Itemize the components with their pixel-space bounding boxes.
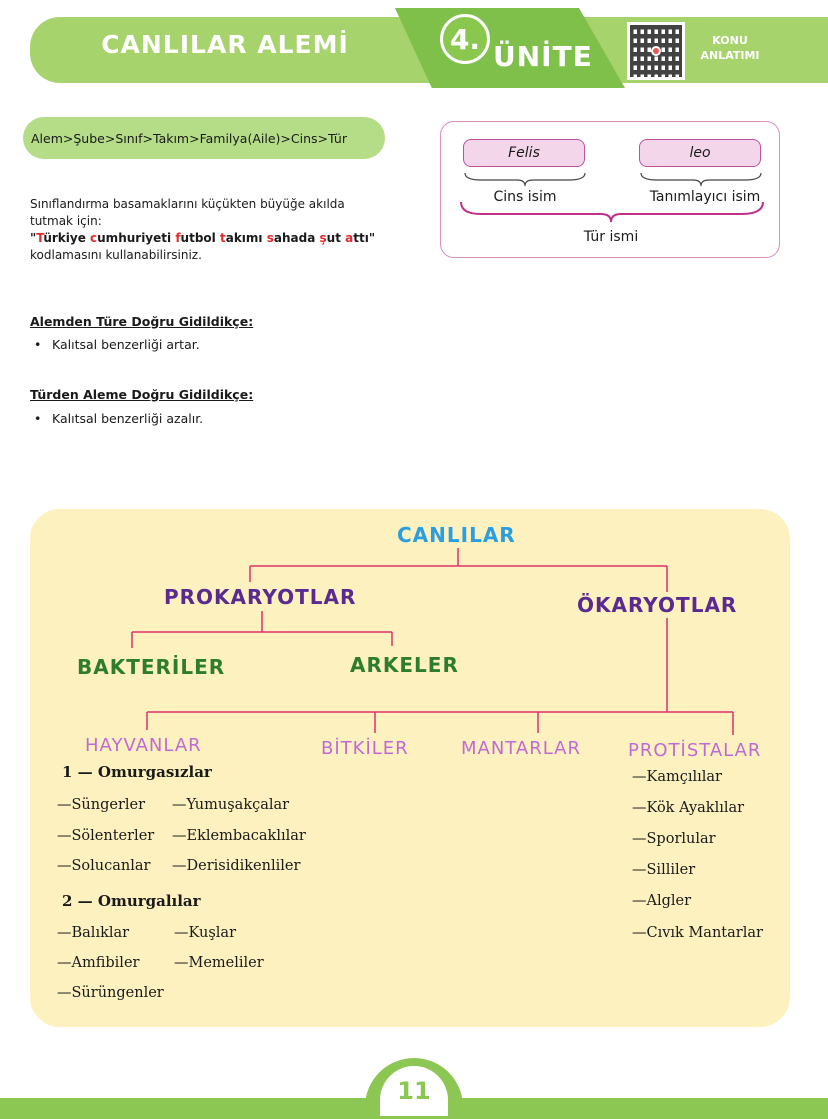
list-item: —Silliler	[632, 862, 696, 878]
mnemonic-word-rest: utbol	[180, 231, 216, 245]
list-item: —Yumuşakçalar	[172, 797, 290, 813]
genus-term: Felis	[463, 139, 585, 167]
list-item: —Algler	[632, 893, 692, 909]
quote-open: "	[30, 231, 37, 245]
mnemonic-initial: t	[219, 231, 226, 245]
list-item: —Amfibiler	[57, 955, 140, 971]
mnemonic-initial: s	[266, 231, 274, 245]
bullet-text: Kalıtsal benzerliği azalır.	[52, 411, 204, 426]
species-brackets	[460, 172, 764, 223]
section-heading: Alemden Türe Doğru Gidildikçe:	[30, 314, 254, 329]
species-naming-box: Felis leo Cins isim Tanımlayıcı isim Tür…	[440, 121, 780, 258]
list-item: —Eklembacaklılar	[172, 828, 306, 844]
konu-line-2: ANLATIMI	[700, 49, 760, 62]
mnemonic-paragraph: Sınıflandırma basamaklarını küçükten büy…	[30, 196, 390, 264]
unit-number-badge: 4.	[440, 14, 490, 64]
epithet-label: Tanımlayıcı isim	[649, 189, 761, 205]
mnemonic-word-rest: ttı	[353, 231, 369, 245]
unit-label: ÜNİTE	[493, 40, 593, 73]
node-canlilar: CANLILAR	[397, 523, 516, 547]
list-item: —Sporlular	[632, 831, 716, 847]
mnemonic-initial: ş	[319, 231, 327, 245]
list-item: —Sürüngenler	[57, 985, 164, 1001]
list-item: —Solucanlar	[57, 858, 151, 874]
group-invertebrates: 1 — Omurgasızlar	[62, 763, 212, 781]
mnemonic-word-rest: ürkiye	[43, 231, 86, 245]
mnemonic-initial: a	[345, 231, 354, 245]
list-item: —Kök Ayaklılar	[632, 800, 745, 816]
kingdom-animals: HAYVANLAR	[85, 735, 202, 756]
list-item: —Cıvık Mantarlar	[632, 925, 763, 941]
mnemonic-phrase: "Türkiye cumhuriyeti futbol takımı sahad…	[30, 230, 390, 247]
mnemonic-word-rest: akımı	[225, 231, 263, 245]
mnemonic-word-rest: ut	[326, 231, 341, 245]
mnemonic-word-rest: umhuriyeti	[97, 231, 172, 245]
konu-line-1: KONU	[712, 34, 748, 47]
epithet-term: leo	[639, 139, 761, 167]
hierarchy-pill: Alem>Şube>Sınıf>Takım>Familya(Aile)>Cins…	[23, 117, 385, 159]
bullet-dot-icon: •	[34, 411, 42, 426]
node-archaea: ARKELER	[350, 653, 459, 677]
list-item: —Balıklar	[57, 925, 130, 941]
node-eukaryotes: ÖKARYOTLAR	[577, 593, 738, 617]
mnemonic-word-rest: ahada	[273, 231, 316, 245]
node-bacteria: BAKTERİLER	[77, 655, 226, 679]
list-item: —Derisidikenliler	[172, 858, 301, 874]
species-label: Tür ismi	[583, 229, 639, 245]
page-number: 11	[380, 1066, 448, 1116]
section-heading: Türden Aleme Doğru Gidildikçe:	[30, 387, 254, 402]
list-item: —Sölenterler	[57, 828, 155, 844]
mnemonic-initial: f	[175, 231, 181, 245]
mnemonic-initial: c	[90, 231, 98, 245]
bullet-text: Kalıtsal benzerliği artar.	[52, 337, 200, 352]
mnemonic-intro: Sınıflandırma basamaklarını küçükten büy…	[30, 197, 345, 228]
hierarchy-text: Alem>Şube>Sınıf>Takım>Familya(Aile)>Cins…	[31, 130, 347, 146]
kingdom-protists: PROTİSTALAR	[628, 740, 762, 761]
list-item: —Kamçılılar	[632, 769, 722, 785]
kingdom-fungi: MANTARLAR	[461, 738, 581, 759]
bullet-dot-icon: •	[34, 337, 42, 352]
node-prokaryotes: PROKARYOTLAR	[164, 585, 357, 609]
group-vertebrates: 2 — Omurgalılar	[62, 892, 201, 910]
list-item: —Süngerler	[57, 797, 146, 813]
bullet-item: • Kalıtsal benzerliği azalır.	[34, 411, 203, 426]
list-item: —Kuşlar	[174, 925, 237, 941]
mnemonic-initial: T	[36, 231, 44, 245]
mnemonic-outro: kodlamasını kullanabilirsiniz.	[30, 248, 202, 262]
qr-code-icon[interactable]	[627, 22, 685, 80]
kingdom-plants: BİTKİLER	[321, 738, 409, 759]
bullet-item: • Kalıtsal benzerliği artar.	[34, 337, 200, 352]
taxonomy-panel	[30, 509, 790, 1027]
page-title: CANLILAR ALEMİ	[101, 30, 349, 59]
list-item: —Memeliler	[174, 955, 264, 971]
konu-anlatimi-label: KONU ANLATIMI	[690, 33, 770, 63]
quote-close: "	[368, 231, 376, 245]
genus-label: Cins isim	[493, 189, 557, 205]
